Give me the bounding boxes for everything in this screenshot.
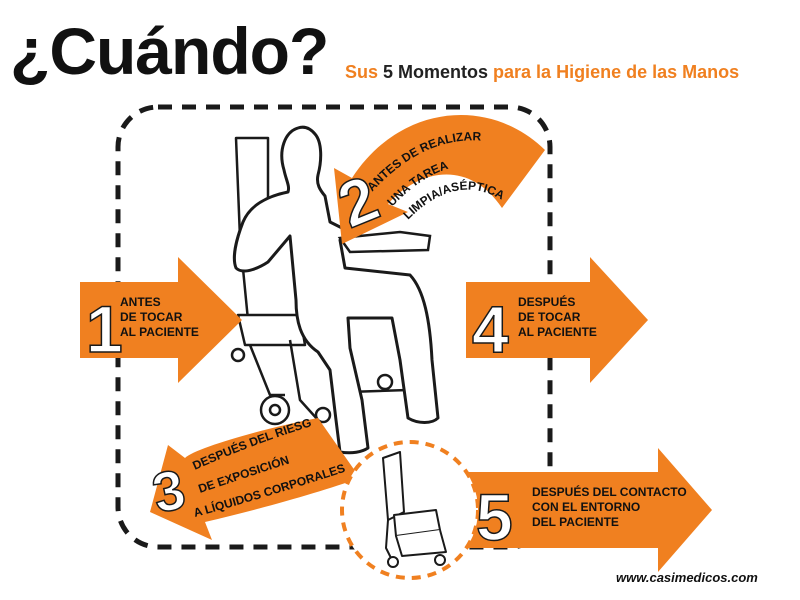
moment-5-line-3: DEL PACIENTE xyxy=(532,515,619,529)
moment-5-line-2: CON EL ENTORNO xyxy=(532,500,640,514)
subtitle-part-1: Sus xyxy=(345,62,384,82)
subtitle-part-3: para la Higiene de las Manos xyxy=(493,62,740,82)
arrow-moment-3 xyxy=(150,418,360,540)
moment-4-line-3: AL PACIENTE xyxy=(518,325,597,339)
arrow-moment-2 xyxy=(334,115,545,245)
moment-1-line-3: AL PACIENTE xyxy=(120,325,199,339)
arrow-moment-1 xyxy=(80,257,242,383)
small-chair-icon xyxy=(382,451,447,568)
moment-1-number: 1 xyxy=(86,292,123,366)
watermark-url: www.casimedicos.com xyxy=(616,570,758,585)
arrow-moment-5 xyxy=(460,448,712,572)
patient-figure xyxy=(232,125,440,455)
tray xyxy=(337,230,432,254)
moment-5-label: DESPUÉS DEL CONTACTO CON EL ENTORNO DEL … xyxy=(532,484,687,529)
subtitle-part-2: 5 Momentos xyxy=(383,62,494,82)
moment-4-number: 4 xyxy=(472,292,509,366)
patient-zone-border xyxy=(115,104,553,550)
moment-5-number: 5 xyxy=(476,480,513,554)
moment-5-line-1: DESPUÉS DEL CONTACTO xyxy=(532,484,687,499)
subtitle: Sus 5 Momentos para la Higiene de las Ma… xyxy=(345,63,739,81)
moment-1-line-2: DE TOCAR xyxy=(120,310,183,324)
moment-1-line-1: ANTES xyxy=(120,295,161,309)
moment-4-label: DESPUÉS DE TOCAR AL PACIENTE xyxy=(518,294,597,339)
moment-1-label: ANTES DE TOCAR AL PACIENTE xyxy=(120,295,199,339)
patient-environment-circle xyxy=(340,440,480,580)
arrow-moment-4 xyxy=(466,257,648,383)
page-title: ¿Cuándo? xyxy=(10,14,329,88)
moment-4-line-1: DESPUÉS xyxy=(518,294,575,309)
moment-4-line-2: DE TOCAR xyxy=(518,310,581,324)
